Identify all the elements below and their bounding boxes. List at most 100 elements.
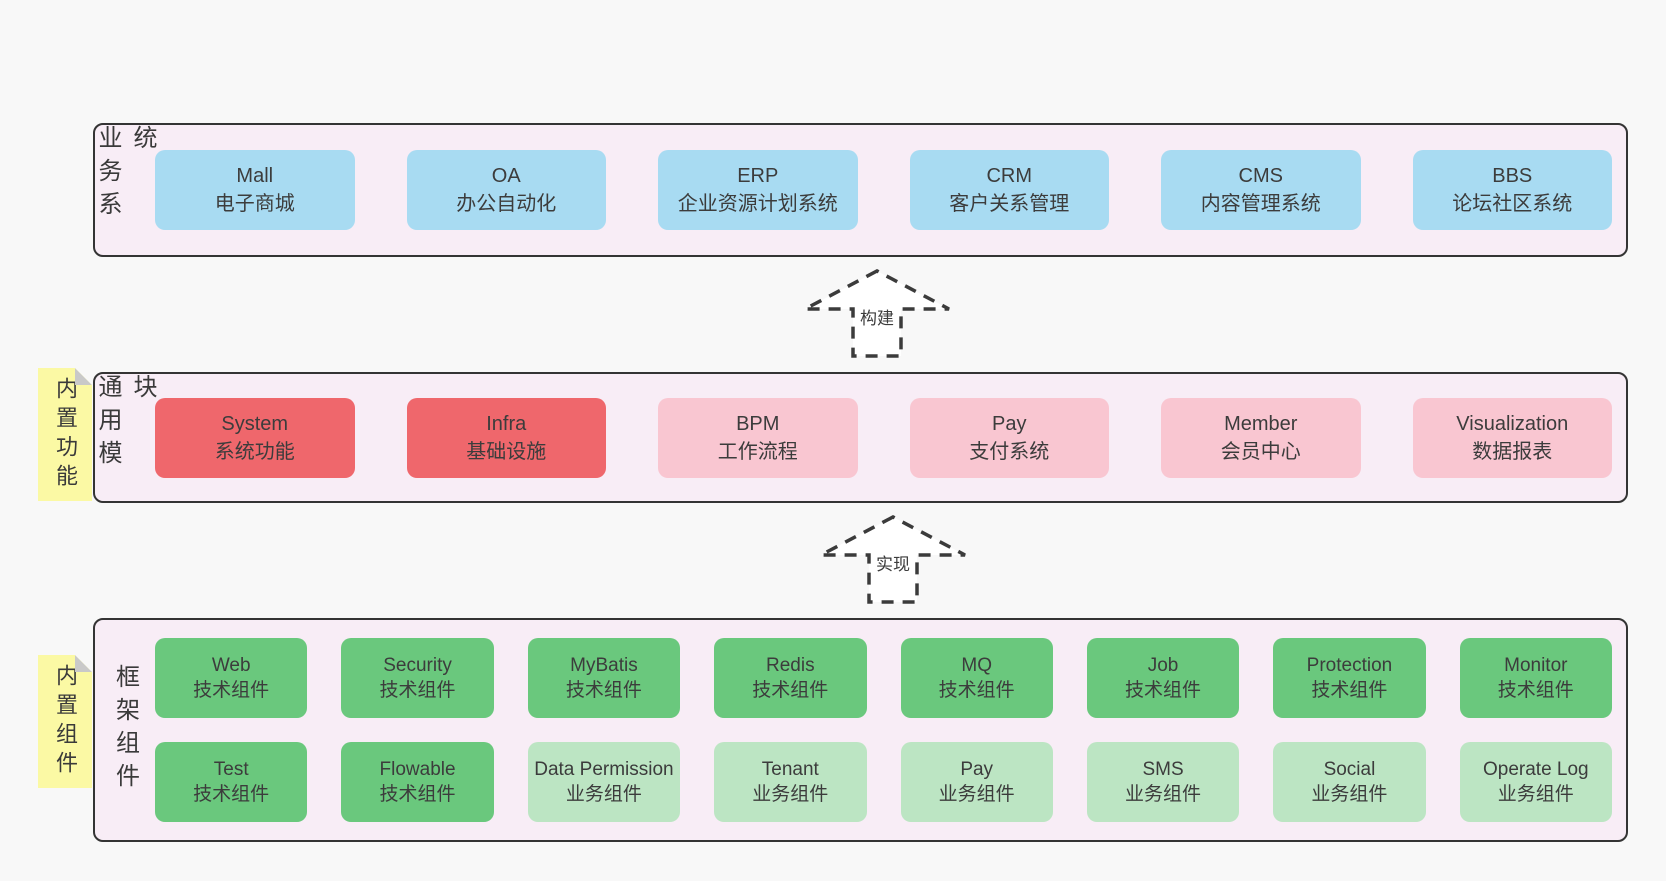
box-operate-log: Operate Log 业务组件 (1459, 742, 1612, 822)
box-data-permission: Data Permission 业务组件 (527, 742, 681, 822)
box-name: Job (1147, 655, 1179, 676)
box-infra: Infra 基础设施 (406, 397, 606, 478)
box-tenant: Tenant 业务组件 (714, 742, 867, 822)
box-mall: Mall 电子商城 (155, 150, 355, 230)
box-name: Protection (1306, 655, 1393, 676)
box-test: Test 技术组件 (155, 742, 308, 822)
box-member: Member 会员中心 (1161, 397, 1361, 478)
note-fold-corner (75, 655, 92, 672)
box-name: OA (491, 165, 521, 187)
layer-common-modules: 通用模块 System 系统功能 Infra 基础设施 BPM 工作流程 Pay… (93, 372, 1628, 503)
box-web: Web 技术组件 (155, 638, 308, 718)
box-desc: 工作流程 (717, 440, 798, 463)
box-desc: 数据报表 (1472, 440, 1553, 463)
box-desc: 业务组件 (1497, 784, 1574, 805)
box-name: Tenant (761, 759, 819, 780)
layer-label-business: 业务系统 (94, 125, 156, 224)
sticky-note-builtin-features: 内置功能 (38, 368, 92, 501)
box-desc: 企业资源计划系统 (677, 193, 838, 215)
box-name: BBS (1492, 165, 1533, 187)
box-name: Flowable (379, 759, 456, 780)
box-desc: 支付系统 (969, 440, 1050, 463)
box-name: Pay (992, 412, 1027, 435)
component-box-grid: Web 技术组件 Security 技术组件 MyBatis 技术组件 Redi… (155, 620, 1626, 840)
box-desc: 系统功能 (214, 440, 295, 463)
box-redis: Redis 技术组件 (714, 638, 867, 718)
box-desc: 技术组件 (938, 680, 1015, 701)
sticky-note-builtin-components: 内置组件 (38, 655, 92, 788)
arrow-label: 构建 (857, 304, 897, 329)
box-desc: 办公自动化 (456, 193, 557, 215)
box-visualization: Visualization 数据报表 (1412, 397, 1612, 478)
box-mq: MQ 技术组件 (900, 638, 1053, 718)
box-sms: SMS 业务组件 (1086, 742, 1240, 822)
box-bbs: BBS 论坛社区系统 (1412, 150, 1612, 230)
box-desc: 电子商城 (214, 193, 295, 215)
box-name: MyBatis (570, 655, 638, 676)
layer-framework-components: 框架组件 Web 技术组件 Security 技术组件 MyBatis 技术组件… (93, 618, 1628, 842)
box-pay-component: Pay 业务组件 (900, 742, 1053, 822)
box-monitor: Monitor 技术组件 (1459, 638, 1612, 718)
box-crm: CRM 客户关系管理 (909, 150, 1109, 230)
box-name: Visualization (1456, 412, 1569, 435)
box-name: SMS (1142, 759, 1184, 780)
box-mybatis: MyBatis 技术组件 (527, 638, 681, 718)
box-name: Operate Log (1482, 759, 1589, 780)
box-desc: 技术组件 (1125, 680, 1202, 701)
box-oa: OA 办公自动化 (406, 150, 606, 230)
box-desc: 论坛社区系统 (1452, 193, 1573, 215)
box-name: BPM (736, 412, 780, 435)
box-desc: 技术组件 (1311, 680, 1388, 701)
sticky-note-text: 内置功能 (53, 376, 78, 493)
module-box-row: System 系统功能 Infra 基础设施 BPM 工作流程 Pay 支付系统… (155, 374, 1626, 501)
box-name: CMS (1238, 165, 1283, 187)
layer-label-modules: 通用模块 (94, 374, 156, 473)
box-pay-module: Pay 支付系统 (909, 397, 1109, 478)
box-name: Security (383, 655, 452, 676)
box-desc: 业务组件 (565, 784, 642, 805)
box-name: Data Permission (534, 759, 674, 780)
arrow-label: 实现 (873, 550, 913, 575)
box-name: CRM (986, 165, 1033, 187)
box-desc: 技术组件 (752, 680, 829, 701)
layer-label-components: 框架组件 (111, 664, 139, 796)
box-name: Pay (960, 759, 994, 780)
box-flowable: Flowable 技术组件 (341, 742, 494, 822)
box-desc: 基础设施 (466, 440, 547, 463)
box-desc: 业务组件 (1125, 784, 1202, 805)
layer-business-systems: 业务系统 Mall 电子商城 OA 办公自动化 ERP 企业资源计划系统 CRM… (93, 123, 1628, 257)
component-row-2: Test 技术组件 Flowable 技术组件 Data Permission … (155, 742, 1612, 822)
box-cms: CMS 内容管理系统 (1161, 150, 1361, 230)
box-name: ERP (737, 165, 779, 187)
box-desc: 业务组件 (938, 784, 1015, 805)
box-desc: 内容管理系统 (1200, 193, 1321, 215)
sticky-note-text: 内置组件 (53, 663, 78, 780)
arrow-build: 构建 (802, 268, 952, 360)
box-name: Test (213, 759, 249, 780)
box-name: System (221, 412, 289, 435)
component-row-1: Web 技术组件 Security 技术组件 MyBatis 技术组件 Redi… (155, 638, 1612, 718)
box-desc: 技术组件 (379, 680, 456, 701)
box-desc: 技术组件 (193, 784, 270, 805)
box-desc: 技术组件 (1497, 680, 1574, 701)
box-job: Job 技术组件 (1086, 638, 1240, 718)
box-system: System 系统功能 (155, 397, 355, 478)
box-name: Infra (486, 412, 527, 435)
box-desc: 技术组件 (193, 680, 270, 701)
box-desc: 技术组件 (379, 784, 456, 805)
box-name: Member (1224, 412, 1298, 435)
box-bpm: BPM 工作流程 (658, 397, 858, 478)
box-security: Security 技术组件 (341, 638, 494, 718)
box-erp: ERP 企业资源计划系统 (658, 150, 858, 230)
business-box-row: Mall 电子商城 OA 办公自动化 ERP 企业资源计划系统 CRM 客户关系… (155, 125, 1626, 255)
box-desc: 业务组件 (752, 784, 829, 805)
box-desc: 客户关系管理 (949, 193, 1070, 215)
box-name: Redis (766, 655, 815, 676)
box-desc: 会员中心 (1220, 440, 1301, 463)
box-desc: 技术组件 (565, 680, 642, 701)
arrow-implement: 实现 (818, 514, 968, 606)
box-name: MQ (961, 655, 992, 676)
box-protection: Protection 技术组件 (1273, 638, 1426, 718)
box-name: Social (1323, 759, 1376, 780)
